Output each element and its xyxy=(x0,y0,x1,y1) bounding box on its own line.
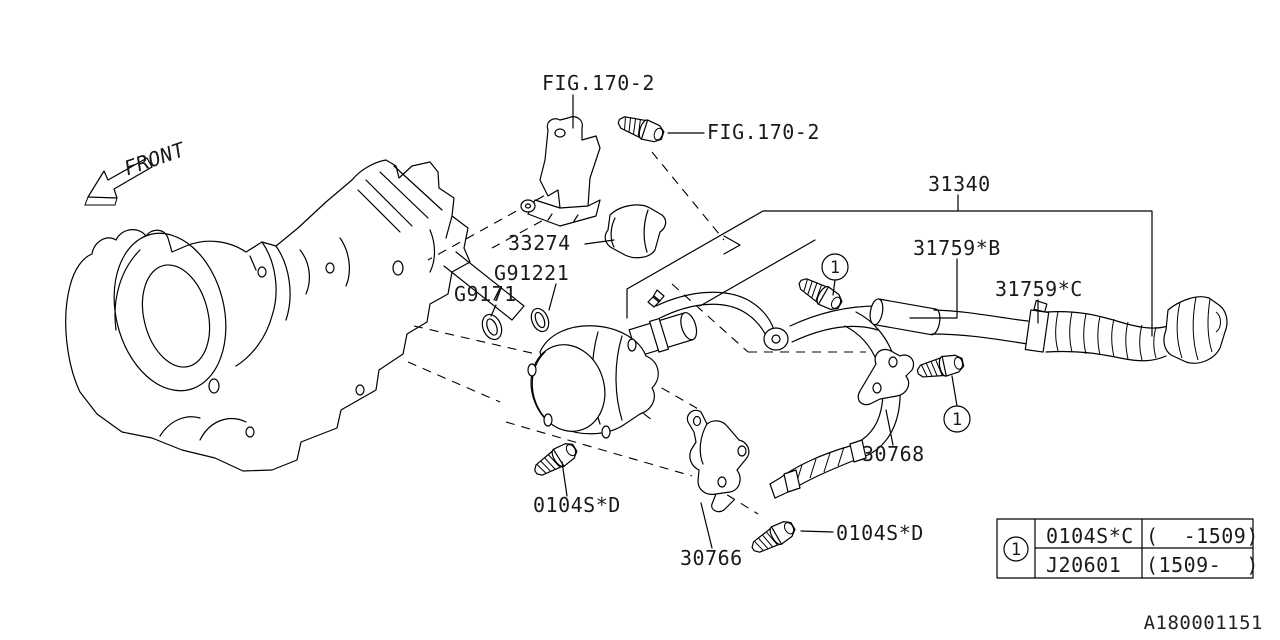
hose-lower-branch-drawing xyxy=(769,311,901,499)
mount-bracket-fig170 xyxy=(520,116,601,227)
table-part-row2: J20601 xyxy=(1046,553,1121,577)
label-fig170-top: FIG.170-2 xyxy=(542,71,655,95)
transmission-case-drawing xyxy=(65,159,525,472)
oil-pipe-31759b-drawing xyxy=(655,291,789,351)
bolt-fig170-icon xyxy=(615,111,667,146)
bracket-30766-part xyxy=(686,409,750,513)
callout-1-right-number: 1 xyxy=(952,410,962,430)
bolt-0104sd-right-icon xyxy=(747,516,799,559)
leader-lines xyxy=(490,94,1039,549)
label-0104sd-right: 0104S*D xyxy=(836,521,924,545)
table-callout-number: 1 xyxy=(1011,540,1021,560)
label-31759c: 31759*C xyxy=(995,277,1083,301)
callout-1-left: 1 xyxy=(821,253,849,281)
bolt-callout1-right-icon xyxy=(915,351,966,383)
oring-g91221-part xyxy=(530,307,550,333)
cover-33274-part xyxy=(604,204,667,259)
label-g91221: G91221 xyxy=(494,261,569,285)
hose-31759c-drawing xyxy=(789,296,1228,364)
table-part-row1: 0104S*C xyxy=(1046,524,1134,548)
label-33274: 33274 xyxy=(508,231,571,255)
table-range-row2: (1509- ) xyxy=(1146,553,1259,577)
label-31759b: 31759*B xyxy=(913,236,1001,260)
label-g9171: G9171 xyxy=(454,282,517,306)
oring-g9171-part xyxy=(481,313,503,341)
shift-control-unit-drawing xyxy=(527,289,698,439)
callout-1-right: 1 xyxy=(943,405,971,433)
reference-table: 1 0104S*C ( -1509) J20601 (1509- ) xyxy=(996,518,1259,579)
label-fig170-right: FIG.170-2 xyxy=(707,120,820,144)
front-direction-arrow xyxy=(84,157,153,206)
diagram-id-watermark: A180001151 xyxy=(1144,612,1263,634)
label-30766: 30766 xyxy=(680,546,743,570)
assembly-boundary-31340 xyxy=(626,210,1153,337)
front-label: FRONT xyxy=(123,137,186,181)
bracket-30768-part xyxy=(857,348,915,406)
callout-1-left-number: 1 xyxy=(830,258,840,278)
label-0104sd-left: 0104S*D xyxy=(533,493,621,517)
label-31340: 31340 xyxy=(928,172,991,196)
bolt-0104sd-left-icon xyxy=(529,438,581,482)
table-range-row1: ( -1509) xyxy=(1146,524,1259,548)
label-30768: 30768 xyxy=(862,442,925,466)
